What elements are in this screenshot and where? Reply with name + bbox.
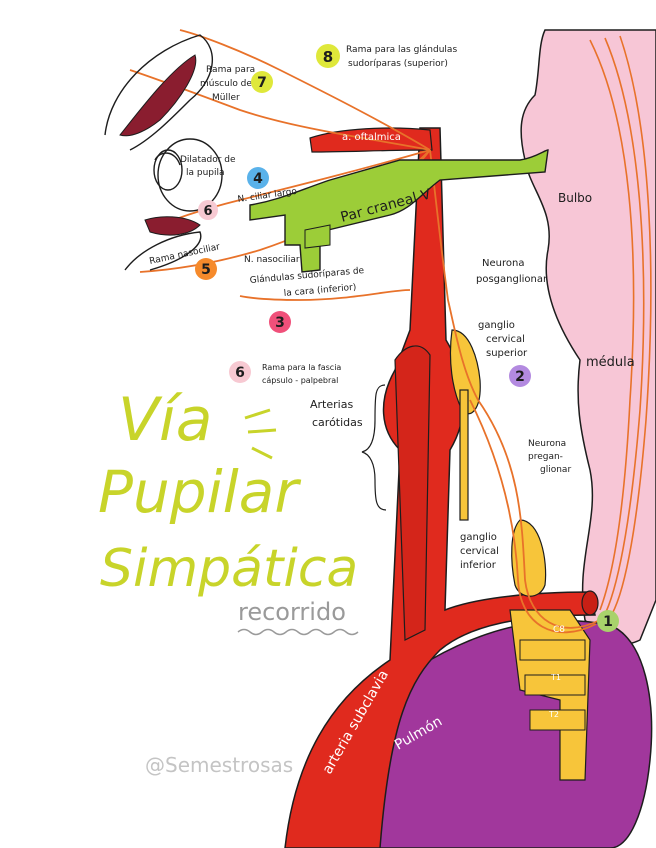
marker-circle [251, 71, 273, 93]
marker-number: 6 [235, 365, 245, 381]
marker-number: 2 [515, 369, 525, 385]
ganglio-inferior-2: cervical [460, 546, 499, 557]
eye-region [104, 34, 223, 271]
marker-3: 3 [269, 311, 291, 333]
neurona-posganglionar-1: Neurona [482, 258, 524, 269]
rama-fascia-2: cápsulo - palpebral [262, 376, 338, 385]
muller-muscle [119, 54, 197, 137]
subclavian-artery-end [581, 590, 599, 616]
watermark: @Semestrosas [145, 753, 293, 777]
neurona-posganglionar-2: posganglionar [476, 274, 548, 285]
marker-number: 3 [275, 315, 285, 331]
trigeminal-nerve [249, 149, 549, 273]
marker-circle [597, 610, 619, 632]
a-oftalmica-label: a. oftalmica [342, 132, 401, 143]
ganglio-inferior-3: inferior [460, 560, 497, 571]
rama-muller-3: Müller [212, 93, 240, 103]
marker-number: 1 [603, 614, 613, 630]
title-line-3: Simpática [100, 539, 358, 599]
marker-6a: 6 [198, 200, 218, 220]
marker-5: 5 [195, 258, 217, 280]
marker-number: 4 [253, 171, 263, 187]
ganglio-superior-3: superior [486, 348, 528, 359]
marker-4: 4 [247, 167, 269, 189]
title-line-1: Vía [118, 385, 212, 455]
marker-circle [229, 361, 251, 383]
t2-label: T2 [548, 710, 559, 719]
marker-circle [247, 167, 269, 189]
dilatador-1: Dilatador de [180, 155, 236, 165]
t1-label: T1 [550, 673, 561, 682]
marker-circle [198, 200, 218, 220]
marker-2: 2 [509, 365, 531, 387]
arterias-carotidas-label-2: carótidas [312, 416, 363, 429]
carotid-artery [284, 127, 596, 848]
marker-circle [316, 44, 340, 68]
marker-number: 6 [203, 204, 212, 219]
marker-number: 7 [257, 75, 267, 91]
marker-circle [269, 311, 291, 333]
medulla-fibers [589, 35, 652, 615]
rama-glandulas-superior-1: Rama para las glándulas [346, 45, 457, 55]
marker-number: 8 [323, 48, 333, 66]
brainstem-medulla-shape [520, 29, 656, 645]
subtitle-underline [237, 628, 359, 636]
medula-label: médula [586, 355, 635, 370]
marker-7: 7 [251, 71, 273, 93]
rama-glandulas-superior-2: sudoríparas (superior) [348, 59, 448, 69]
marker-8: 8 [316, 44, 340, 68]
marker-circle [509, 365, 531, 387]
subtitle: recorrido [238, 598, 346, 626]
ganglio-superior-2: cervical [486, 334, 525, 345]
spinal-rami [519, 639, 586, 731]
rama-muller-1: Rama para [206, 65, 255, 75]
n-nasociliar-label: N. nasociliar [244, 255, 300, 265]
dilatador-2: la pupila [186, 168, 225, 178]
neurona-preganglionar-3: glionar [540, 465, 571, 475]
neurona-preganglionar-2: pregan- [528, 452, 563, 462]
arterias-carotidas-label-1: Arterias [310, 398, 353, 411]
rama-muller-2: músculo de [200, 79, 252, 89]
ganglio-inferior-1: ganglio [460, 532, 497, 543]
rama-fascia-1: Rama para la fascia [262, 363, 341, 372]
ganglio-superior-1: ganglio [478, 320, 515, 331]
marker-6b: 6 [229, 361, 251, 383]
marker-number: 5 [201, 262, 211, 278]
trigeminal-branch [304, 224, 331, 249]
lower-lid-muscle [144, 216, 201, 236]
carotid-bracket [361, 384, 387, 511]
neurona-preganglionar-1: Neurona [528, 439, 566, 449]
title-line-2: Pupilar [98, 458, 301, 526]
title-sparkle [244, 408, 277, 460]
bulbo-label: Bulbo [558, 191, 592, 205]
external-carotid [394, 345, 431, 641]
marker-circle [195, 258, 217, 280]
marker-1: 1 [597, 610, 619, 632]
c8-label: C8 [553, 625, 565, 635]
